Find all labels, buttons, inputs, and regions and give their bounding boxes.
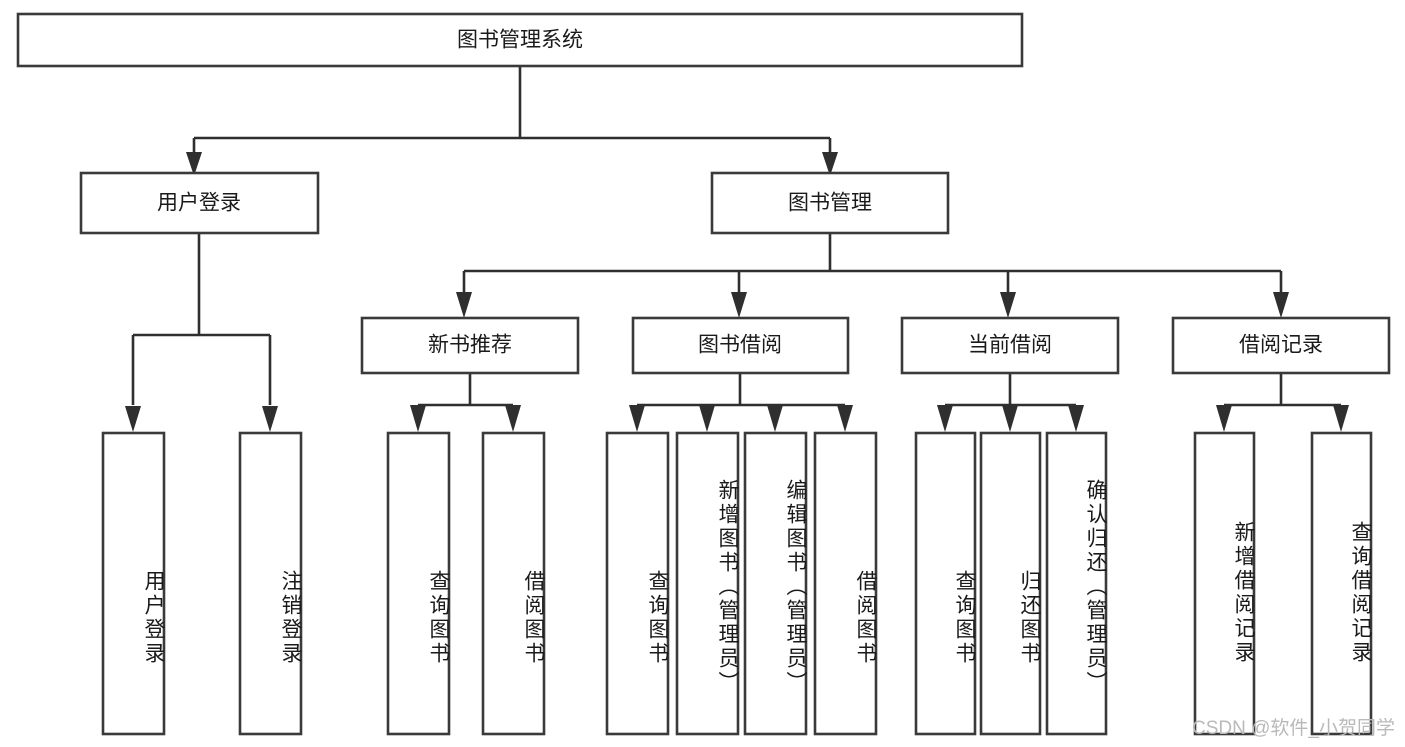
node-leaf-borrow-book-2[interactable] xyxy=(813,431,878,736)
node-root[interactable] xyxy=(16,12,1024,68)
node-book-management-label: 图书管理 xyxy=(788,192,872,215)
arrow-root-to-book-management xyxy=(822,152,838,176)
node-book-borrow[interactable] xyxy=(631,316,850,375)
node-book-borrow-label: 图书借阅 xyxy=(698,334,782,357)
node-root-label: 图书管理系统 xyxy=(457,29,583,52)
arrow-to-new-book-recommend xyxy=(456,292,472,318)
arrow-to-leaf-return-book xyxy=(1002,405,1018,432)
node-leaf-edit-book[interactable] xyxy=(743,431,808,736)
arrow-to-leaf-query-book-2 xyxy=(629,405,645,432)
node-leaf-confirm-return[interactable] xyxy=(1045,431,1108,736)
arrow-to-leaf-query-book-1 xyxy=(410,405,426,432)
arrow-to-leaf-borrow-book-1 xyxy=(505,405,521,432)
node-leaf-query-record[interactable] xyxy=(1310,431,1373,736)
arrow-to-leaf-user-logout xyxy=(262,406,278,432)
arrow-to-leaf-query-record xyxy=(1333,405,1349,432)
arrow-root-to-user-login xyxy=(186,152,202,176)
arrow-to-current-borrow xyxy=(1000,292,1016,318)
arrow-to-leaf-add-book xyxy=(699,405,715,432)
node-leaf-user-logout[interactable] xyxy=(238,431,303,736)
arrow-to-leaf-user-login xyxy=(125,406,141,432)
arrow-to-leaf-add-record xyxy=(1216,405,1232,432)
node-layer: 图书管理系统 用户登录 图书管理 新书推荐 图书借阅 当前借阅 借阅记录 xyxy=(16,12,1391,736)
node-current-borrow-label: 当前借阅 xyxy=(968,334,1052,357)
node-user-login[interactable] xyxy=(79,171,320,235)
node-leaf-return-book[interactable] xyxy=(979,431,1042,736)
arrow-to-leaf-edit-book xyxy=(767,405,783,432)
node-leaf-query-book-3[interactable] xyxy=(914,431,977,736)
node-new-book-recommend-label: 新书推荐 xyxy=(428,334,512,357)
node-current-borrow[interactable] xyxy=(900,316,1120,375)
node-borrow-record-label: 借阅记录 xyxy=(1239,334,1323,357)
node-leaf-borrow-book-1[interactable] xyxy=(481,431,546,736)
node-book-management[interactable] xyxy=(710,171,950,235)
node-leaf-add-book[interactable] xyxy=(675,431,740,736)
node-borrow-record[interactable] xyxy=(1171,316,1391,375)
arrow-to-borrow-record xyxy=(1273,292,1289,318)
connector-layer xyxy=(125,66,1349,432)
node-leaf-add-record[interactable] xyxy=(1193,431,1256,736)
arrow-to-book-borrow xyxy=(731,292,747,318)
node-user-login-label: 用户登录 xyxy=(157,192,241,215)
node-new-book-recommend[interactable] xyxy=(360,316,580,375)
node-leaf-query-book-2[interactable] xyxy=(605,431,670,736)
watermark-text: CSDN @软件_小贺同学 xyxy=(1192,718,1395,739)
node-leaf-query-book-1[interactable] xyxy=(386,431,451,736)
arrow-to-leaf-borrow-book-2 xyxy=(837,405,853,432)
node-leaf-user-login[interactable] xyxy=(101,431,166,736)
arrow-to-leaf-confirm-return xyxy=(1068,405,1084,432)
arrow-to-leaf-query-book-3 xyxy=(937,405,953,432)
